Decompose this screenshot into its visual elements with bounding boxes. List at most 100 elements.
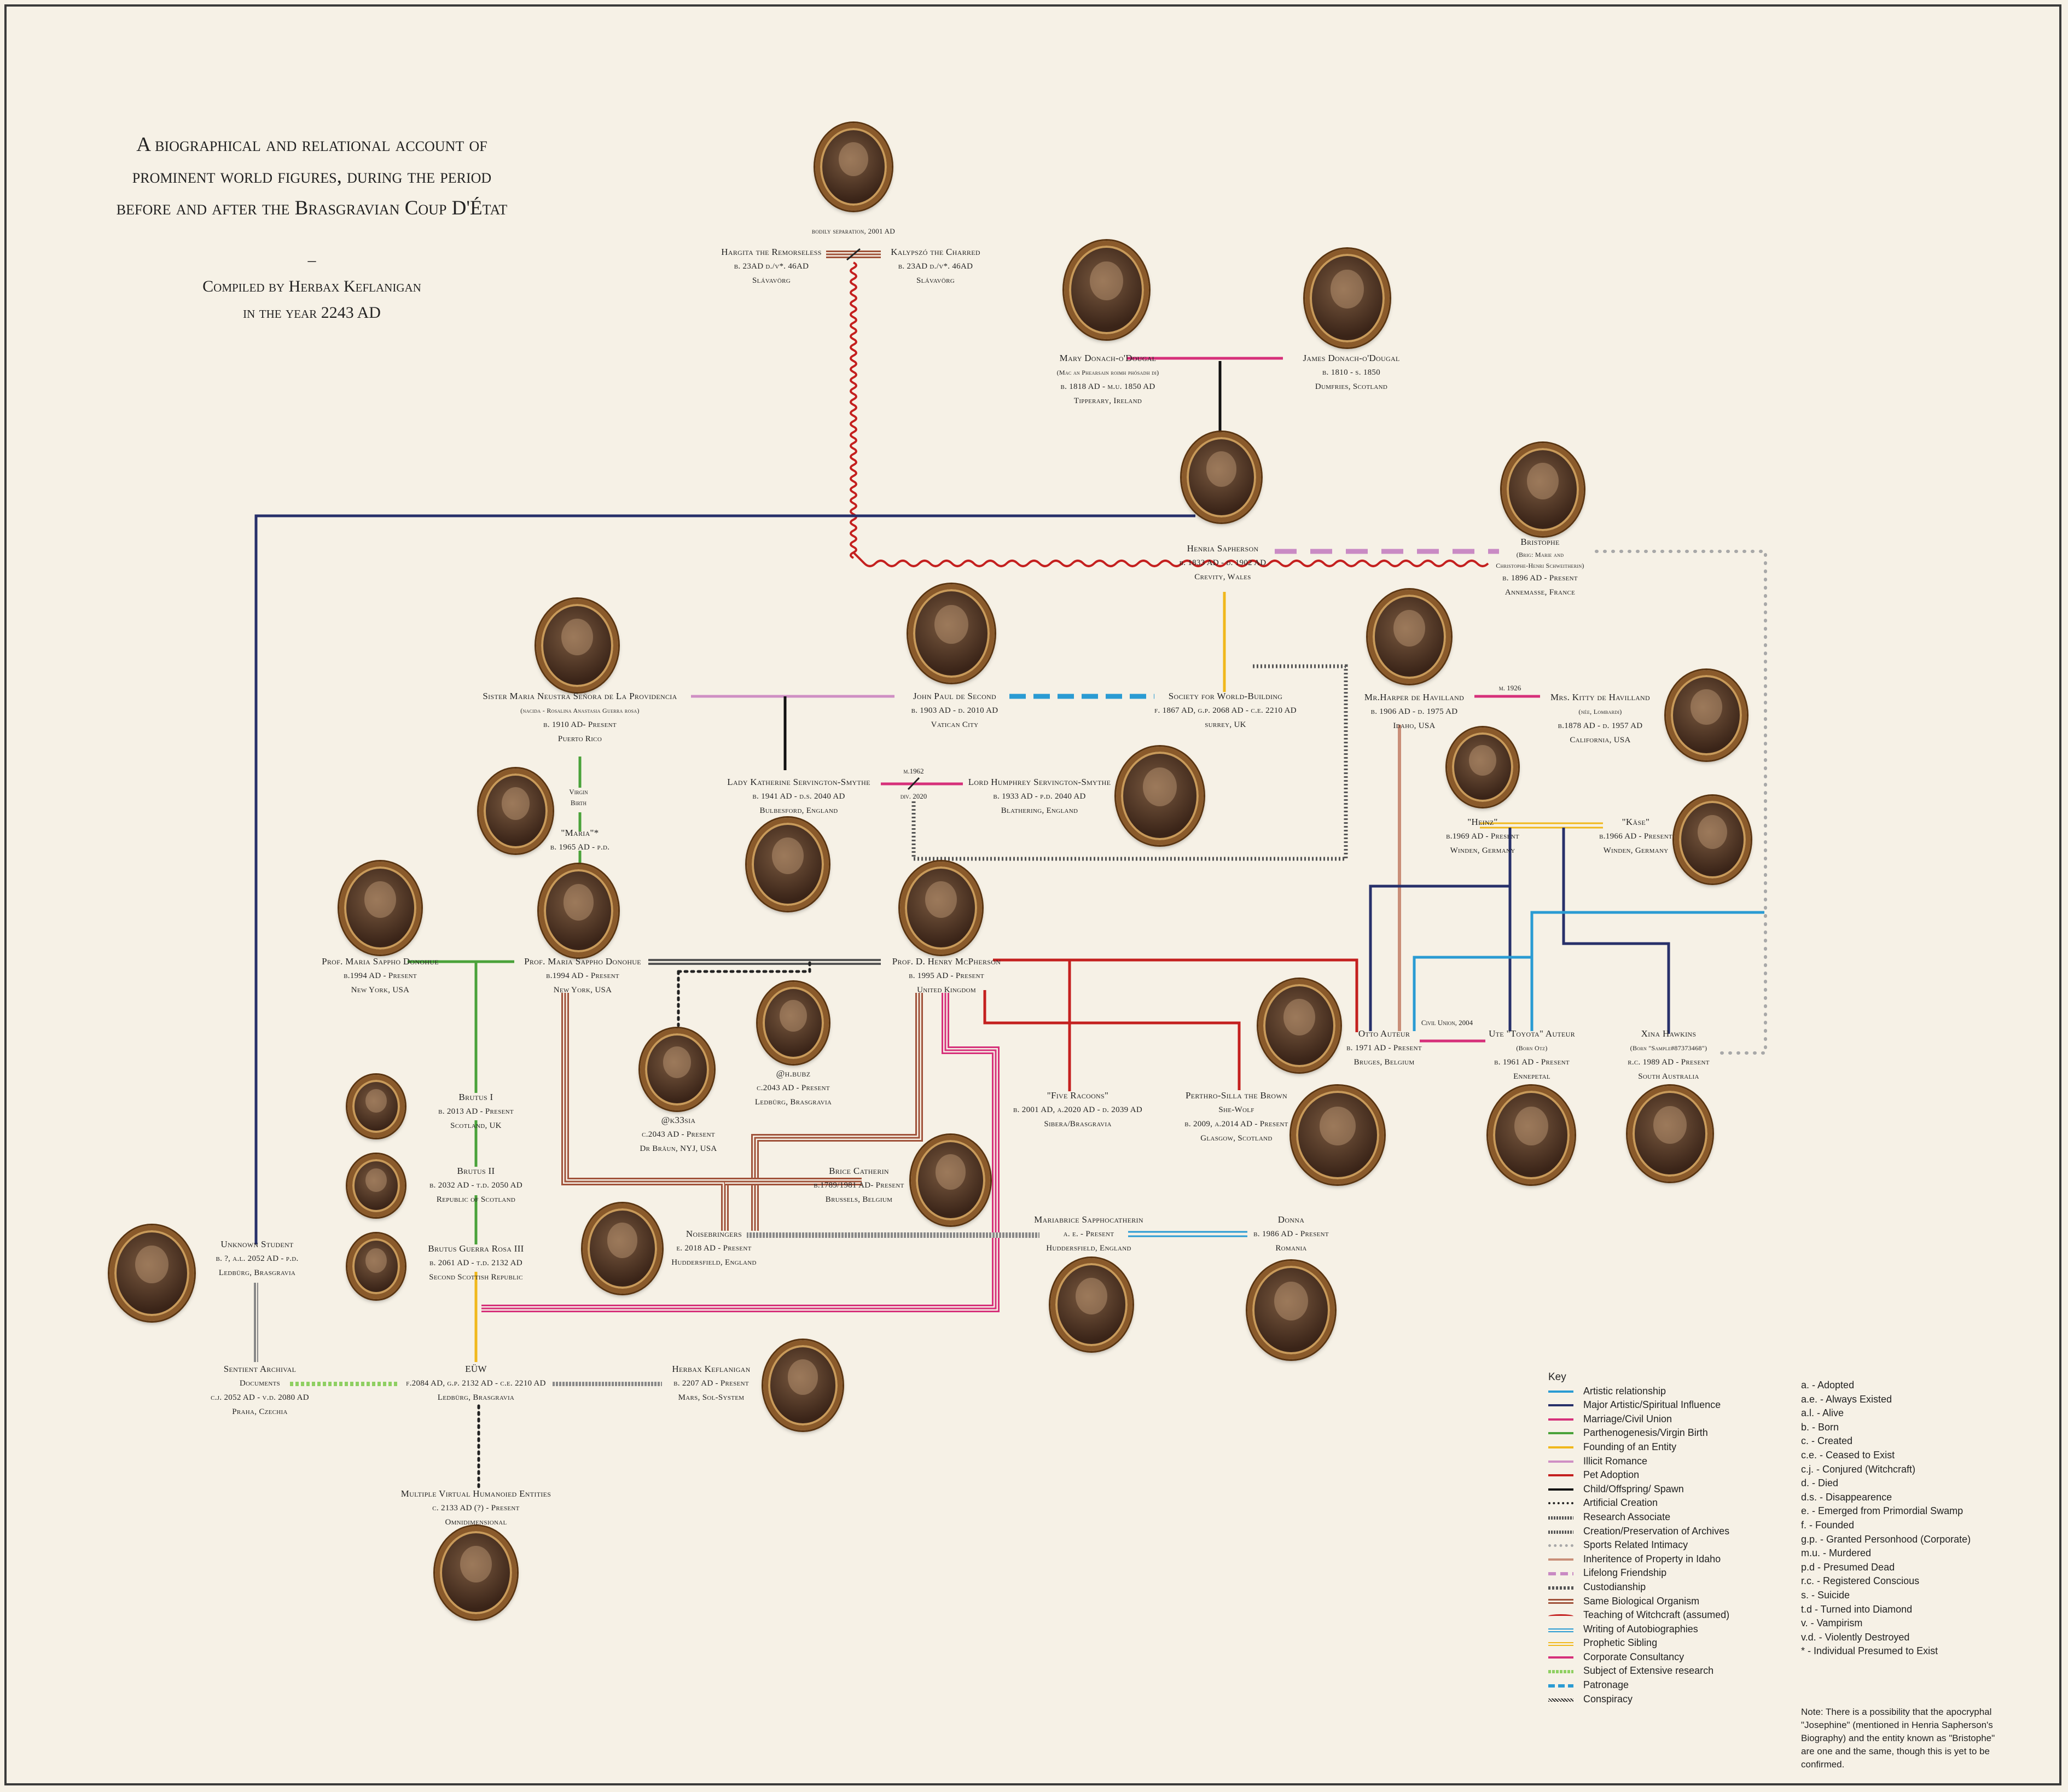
portrait-bristophe — [1502, 443, 1584, 536]
name-noisebringers: Noisebringers — [686, 1229, 742, 1239]
abbreviation-item: f. - Founded — [1801, 1519, 1855, 1531]
node-student: Unknown Student b. ?, a.l. 2052 AD - p.d… — [197, 1237, 317, 1280]
key-label: Same Biological Organism — [1583, 1595, 1700, 1607]
node-society: Society for World-Building f. 1867 AD, g… — [1138, 689, 1313, 732]
major-influence-xina — [1562, 828, 1670, 1034]
name-john-paul: John Paul de Second — [913, 691, 996, 701]
portrait-kase — [1674, 796, 1751, 883]
name-multiple: Multiple Virtual Humanoied Entities — [400, 1488, 551, 1499]
key-swatch — [1548, 1446, 1573, 1448]
organism-donohue-noise — [561, 993, 729, 1231]
key-label: Patronage — [1583, 1679, 1629, 1691]
key-swatch — [1548, 1488, 1573, 1491]
key-swatch — [1548, 1684, 1573, 1688]
name-heinz: "Heinz" — [1467, 817, 1498, 827]
key-row: Pet Adoption — [1548, 1468, 1639, 1482]
label-m1962: m.1962 — [903, 767, 924, 775]
portrait-donohue-2 — [539, 864, 618, 957]
node-perthro: Perthro-Silla the Brown She-Wolf b. 2009… — [1165, 1089, 1308, 1145]
key-label: Pet Adoption — [1583, 1469, 1640, 1481]
label-civil-union: Civil Union, 2004 — [1421, 1019, 1473, 1027]
abbreviation-item: t.d - Turned into Diamond — [1801, 1603, 1913, 1615]
key-swatch — [1548, 1460, 1573, 1463]
name-mcpherson: Prof. D. Henry McPherson — [892, 956, 1001, 967]
key-swatch — [1548, 1390, 1573, 1393]
abbreviation-item: d. - Died — [1801, 1477, 1839, 1489]
abbreviation-item: g.p. - Granted Personhood (Corporate) — [1801, 1533, 1971, 1545]
key-label: Writing of Autobiographies — [1583, 1623, 1698, 1634]
key-row: Founding of an Entity — [1548, 1440, 1676, 1454]
name-henria: Henria Sapherson — [1187, 543, 1259, 554]
key-row: Writing of Autobiographies — [1548, 1622, 1698, 1637]
key-label: Inheritence of Property in Idaho — [1583, 1553, 1721, 1564]
key-label: Subject of Extensive research — [1583, 1665, 1714, 1677]
node-multiple: Multiple Virtual Humanoied Entities c. 2… — [383, 1487, 569, 1529]
sports-intimacy — [1595, 550, 1767, 1055]
name-donna: Donna — [1277, 1214, 1305, 1225]
key-swatch — [1548, 1544, 1573, 1547]
key-row: Parthenogenesis/Virgin Birth — [1548, 1426, 1708, 1440]
portrait-perthro — [1291, 1086, 1384, 1184]
key-row: Inheritence of Property in Idaho — [1548, 1552, 1721, 1567]
name-harper: Mr.Harper de Havilland — [1364, 692, 1465, 702]
name-brice: Brice Catherin — [829, 1166, 889, 1176]
node-hargita: Hargita the Remorseless b. 23AD d./v*. 4… — [689, 245, 853, 288]
key-row: Sports Related Intimacy — [1548, 1538, 1688, 1552]
abbreviation-item: a. - Adopted — [1801, 1380, 1855, 1390]
key-swatch — [1548, 1418, 1573, 1421]
corporate-consultancy-core — [481, 993, 997, 1310]
artificial-creation — [677, 957, 811, 973]
node-heinz: "Heinz" b.1969 AD - Present Winden, Germ… — [1422, 815, 1543, 858]
key-label: Prophetic Sibling — [1583, 1637, 1658, 1649]
diagram-title: A biographical and relational account of… — [77, 129, 547, 224]
title-line-2: prominent world figures, during the peri… — [132, 165, 492, 188]
node-donohue-2: Prof. Maria Sappho Donohue b.1994 AD - P… — [509, 955, 657, 997]
key-label: Lifelong Friendship — [1583, 1567, 1667, 1579]
name-maria: "Maria"* — [561, 828, 599, 838]
node-donna: Donna b. 1986 AD - Present Romania — [1236, 1213, 1346, 1255]
node-john-paul: John Paul de Second b. 1903 AD - d. 2010… — [881, 689, 1029, 732]
node-kase: "Käse" b.1966 AD - Present Winden, Germa… — [1576, 815, 1696, 858]
name-humphrey: Lord Humphrey Servington-Smythe — [968, 777, 1111, 787]
name-kalypszo: Kalypszó the Charred — [891, 247, 980, 257]
name-herbax: Herbax Keflanigan — [672, 1364, 751, 1374]
key-row: Illicit Romance — [1548, 1454, 1647, 1469]
key-label: Major Artistic/Spiritual Influence — [1583, 1399, 1721, 1411]
key-row: Major Artistic/Spiritual Influence — [1548, 1398, 1721, 1412]
portrait-hbubz — [758, 982, 829, 1064]
pet-adoption-otto — [993, 958, 1358, 1032]
portrait-ute — [1488, 1086, 1575, 1184]
name-otto: Otto Auteur — [1358, 1028, 1410, 1039]
node-henria: Henria Sapherson b. 1833 AD - d. 1902 AD… — [1149, 542, 1297, 584]
node-otto: Otto Auteur b. 1971 AD - Present Bruges,… — [1329, 1027, 1439, 1069]
name-euw: EÜW — [465, 1364, 487, 1374]
key-row: Patronage — [1548, 1678, 1629, 1692]
key-label: Teaching of Witchcraft (assumed) — [1583, 1609, 1730, 1621]
key-swatch — [1548, 1432, 1573, 1435]
node-harper: Mr.Harper de Havilland b. 1906 AD - d. 1… — [1335, 690, 1494, 733]
abbreviation-item: * - Individual Presumed to Exist — [1801, 1645, 1938, 1657]
portrait-kitty — [1666, 670, 1747, 760]
name-kitty: Mrs. Kitty de Havilland — [1550, 692, 1650, 702]
key-swatch — [1548, 1530, 1573, 1534]
key-swatch — [1548, 1502, 1573, 1505]
node-brutus-3: Brutus Guerra Rosa III b. 2061 AD - t.d.… — [410, 1242, 542, 1284]
key-row: Creation/Preservation of Archives — [1548, 1525, 1729, 1539]
node-mcpherson: Prof. D. Henry McPherson b. 1995 AD - Pr… — [875, 955, 1018, 997]
separation-slash — [846, 248, 861, 261]
abbreviation-item: e. - Emerged from Primordial Swamp — [1801, 1505, 1964, 1517]
node-humphrey: Lord Humphrey Servington-Smythe b. 1933 … — [952, 775, 1127, 818]
portrait-brutus-1 — [347, 1075, 405, 1138]
key-label: Corporate Consultancy — [1583, 1651, 1684, 1662]
major-influence-otto — [1369, 828, 1512, 1031]
portrait-k33sia — [640, 1028, 714, 1110]
abbreviation-item: a.l. - Alive — [1801, 1407, 1844, 1419]
bodily-separation-label: bodily separation, 2001 AD — [811, 227, 896, 235]
node-k33sia: @k33sia c.2043 AD - Present Dr Bräun, NY… — [618, 1113, 739, 1156]
name-brutus-3: Brutus Guerra Rosa III — [428, 1243, 524, 1254]
key-label: Conspiracy — [1583, 1693, 1633, 1704]
key-swatch — [1548, 1614, 1573, 1618]
key-row: Conspiracy — [1548, 1692, 1633, 1707]
